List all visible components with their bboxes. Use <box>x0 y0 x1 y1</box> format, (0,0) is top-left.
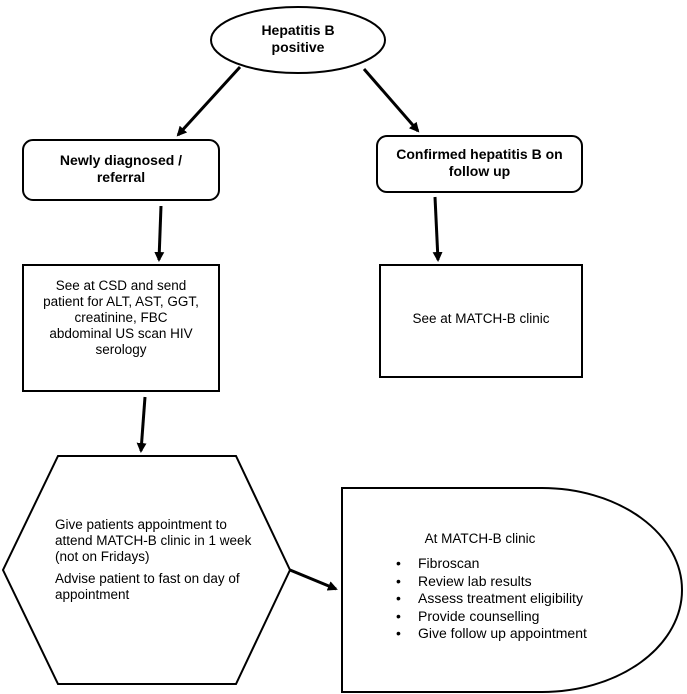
see-match-box-shape <box>379 264 583 378</box>
clinic-task-item: Provide counselling <box>396 608 626 626</box>
arrow-start-to-confirmed <box>362 68 420 133</box>
confirmed-follow-up-label: Confirmed hepatitis B on follow up <box>396 146 563 179</box>
confirmed-box-shape <box>376 135 583 193</box>
appointment-line-2: Advise patient to fast on day of appoint… <box>55 571 240 602</box>
arrow-start-to-newly <box>176 65 242 137</box>
see-csd-box-shape <box>22 264 220 392</box>
clinic-task-item: Review lab results <box>396 573 626 591</box>
arrow-appointment-to-clinic <box>289 568 338 591</box>
clinic-task-item: Assess treatment eligibility <box>396 590 626 608</box>
appointment-line-1: Give patients appointment to attend MATC… <box>55 517 252 564</box>
clinic-task-list: Fibroscan Review lab results Assess trea… <box>396 555 626 643</box>
arrow-newly-to-csd <box>154 205 165 262</box>
clinic-title: At MATCH-B clinic <box>424 531 536 546</box>
start-ellipse-shape <box>210 6 386 74</box>
newly-box-shape <box>22 139 220 201</box>
newly-diagnosed-label: Newly diagnosed / referral <box>59 152 183 185</box>
clinic-task-item: Fibroscan <box>396 555 626 573</box>
appointment-text: Give patients appointment to attend MATC… <box>55 517 255 603</box>
arrow-confirmed-to-match <box>432 196 443 262</box>
arrow-csd-to-appointment <box>136 396 147 453</box>
see-match-clinic-label: See at MATCH-B clinic <box>412 311 550 326</box>
start-node-label: Hepatitis B positive <box>261 22 335 55</box>
see-csd-label: See at CSD and send patient for ALT, AST… <box>43 278 199 357</box>
clinic-task-item: Give follow up appointment <box>396 625 626 643</box>
appointment-hexagon-shape <box>1 455 292 685</box>
